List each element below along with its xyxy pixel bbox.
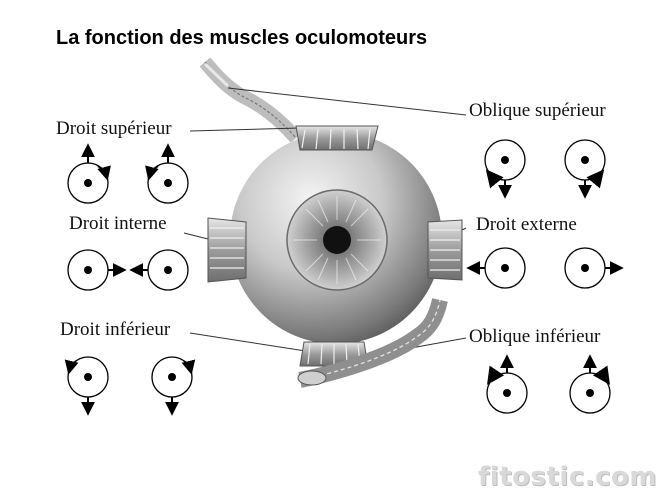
muscle-inferior: [297, 298, 448, 388]
action-droit-externe-left: [466, 247, 526, 289]
action-droit-inferieur-right: [151, 356, 196, 416]
diagram-title: La fonction des muscles oculomoteurs: [56, 27, 428, 49]
muscle-superior: [295, 125, 379, 151]
action-oblique-inferieur-left: [486, 354, 528, 414]
label-oblique-superieur: Oblique supérieur: [469, 100, 606, 121]
action-oblique-superieur-right: [564, 139, 606, 199]
action-droit-superieur-left: [67, 143, 111, 204]
action-droit-interne-left: [67, 249, 127, 291]
label-droit-externe: Droit externe: [476, 214, 577, 235]
action-droit-inferieur-left: [64, 356, 109, 416]
muscle-external: [427, 219, 463, 281]
label-droit-inferieur: Droit inférieur: [60, 319, 171, 340]
label-droit-interne: Droit interne: [69, 213, 167, 234]
pupil: [323, 226, 351, 254]
tendon-strand-top: [199, 57, 302, 143]
watermark: fitostic.com: [478, 462, 657, 492]
action-droit-interne-right: [129, 249, 189, 291]
label-droit-superieur: Droit supérieur: [56, 118, 172, 139]
muscle-internal: [207, 217, 247, 283]
label-oblique-inferieur: Oblique inférieur: [469, 326, 601, 347]
action-droit-superieur-right: [145, 143, 189, 204]
action-oblique-inferieur-right: [569, 354, 611, 414]
action-oblique-superieur-left: [484, 139, 526, 199]
action-droit-externe-right: [564, 247, 624, 289]
